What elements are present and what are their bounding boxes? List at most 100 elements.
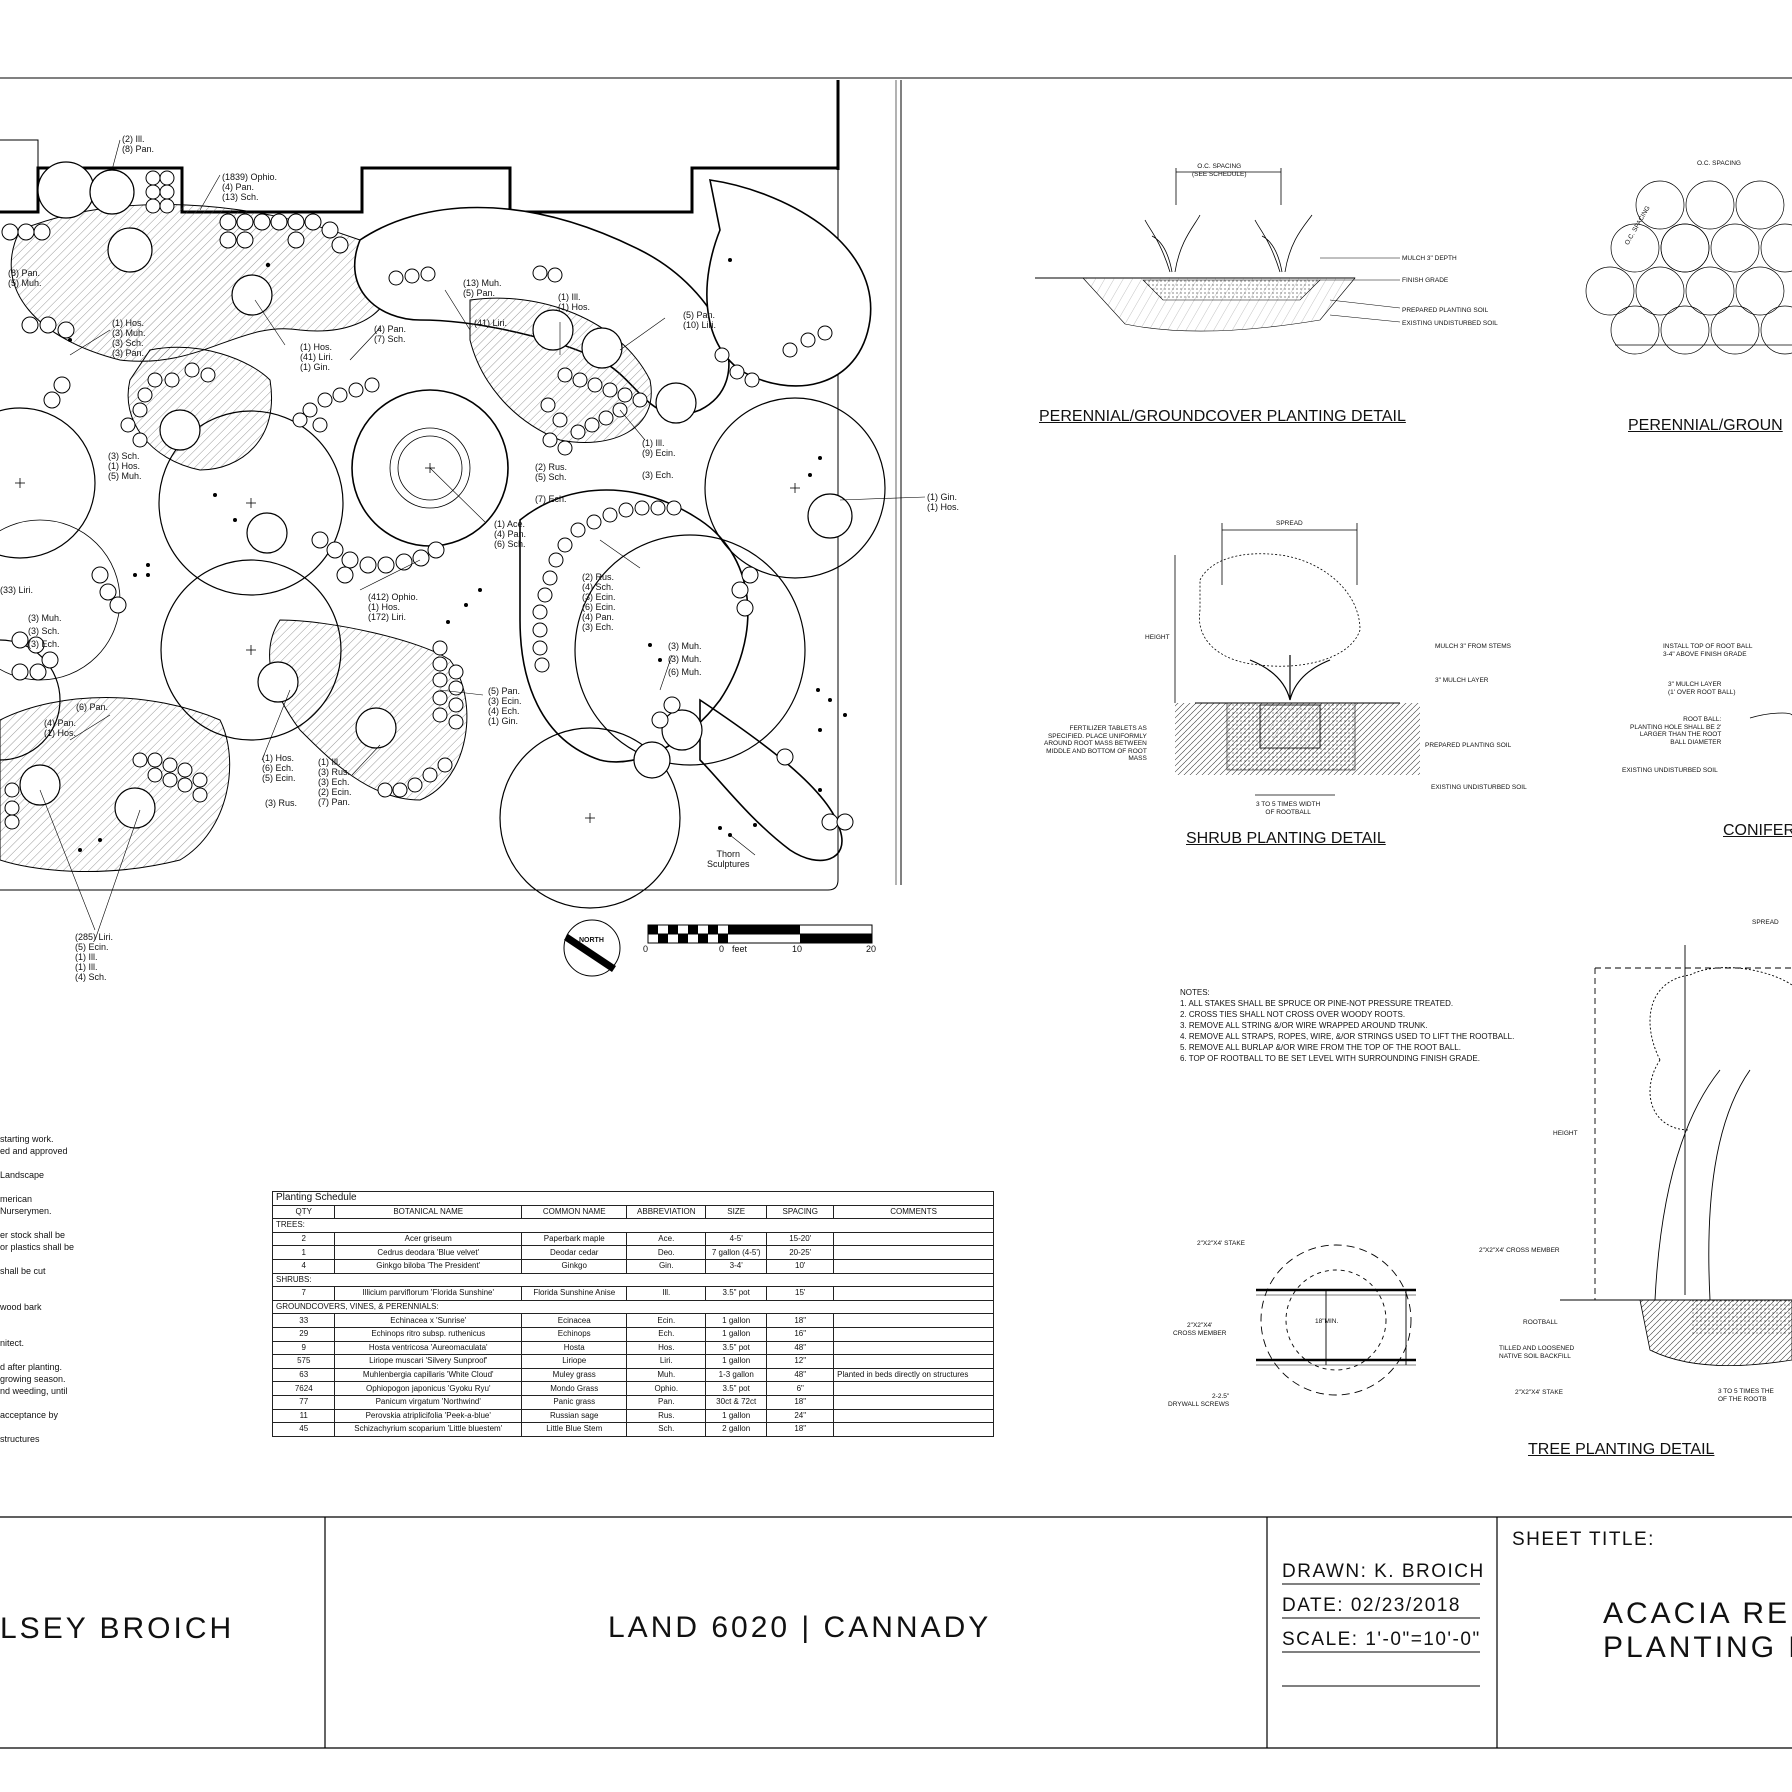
schedule-header-cell: ABBREVIATION xyxy=(626,1204,707,1220)
schedule-cell xyxy=(833,1354,994,1369)
schedule-header-cell: COMMON NAME xyxy=(520,1204,628,1220)
schedule-cell: Mondo Grass xyxy=(520,1381,628,1396)
shrub-note: PREPARED PLANTING SOIL xyxy=(1425,742,1512,749)
shrub-note: 3 TO 5 TIMES WIDTH OF ROOTBALL xyxy=(1256,801,1321,816)
schedule-cell: Muley grass xyxy=(520,1367,628,1383)
schedule-cell: Hos. xyxy=(626,1340,707,1356)
schedule-cell: 29 xyxy=(271,1326,336,1342)
tree-note: HEIGHT xyxy=(1553,1130,1578,1137)
schedule-cell: 24" xyxy=(766,1408,835,1424)
schedule-header-cell: BOTANICAL NAME xyxy=(334,1204,522,1220)
plan-label: (2) Rus. (4) Sch. (3) Ecin. (6) Ecin. (4… xyxy=(582,572,616,632)
scale-tick: 0 xyxy=(643,944,649,954)
schedule-section-row: TREES: xyxy=(272,1218,994,1233)
schedule-cell: 12" xyxy=(766,1354,835,1369)
plan-label: (1) Ill. (9) Ecin. xyxy=(642,438,676,458)
schedule-header-cell: QTY xyxy=(271,1204,336,1220)
scale-tick: 0 xyxy=(719,944,725,954)
schedule-cell: Echinops xyxy=(520,1326,628,1342)
shrub-note: HEIGHT xyxy=(1145,634,1170,641)
tree-notes: NOTES: 1. ALL STAKES SHALL BE SPRUCE OR … xyxy=(1180,987,1514,1064)
scale-unit: feet xyxy=(732,944,748,954)
conifer-note: EXISTING UNDISTURBED SOIL xyxy=(1622,767,1718,774)
schedule-cell: 7 gallon (4-5') xyxy=(705,1245,768,1260)
perennial-detail-title: PERENNIAL/GROUNDCOVER PLANTING DETAIL xyxy=(1039,408,1406,425)
schedule-cell: 48" xyxy=(766,1340,835,1356)
shrub-note: FERTILIZER TABLETS AS SPECIFIED. PLACE U… xyxy=(1044,725,1147,762)
schedule-cell: Liriope muscari 'Silvery Sunproof' xyxy=(334,1354,522,1369)
plan-label: (2) Rus. (5) Sch. xyxy=(535,462,568,482)
schedule-title: Planting Schedule xyxy=(272,1191,994,1206)
shrub-note: MULCH 3" FROM STEMS xyxy=(1435,643,1511,650)
plan-label: (1) Hos. (41) Liri. (1) Gin. xyxy=(300,342,334,372)
scale-bar xyxy=(647,924,873,944)
drawing-scale: SCALE: 1'-0"=10'-0" xyxy=(1282,1629,1481,1650)
schedule-cell: Pan. xyxy=(626,1394,707,1410)
spacing-note: O.C. SPACING xyxy=(1697,160,1741,167)
tree-note: 2"X2"X4' CROSS MEMBER xyxy=(1173,1322,1227,1337)
tree-note: SPREAD xyxy=(1752,919,1779,926)
plan-label: (1) Gin. (1) Hos. xyxy=(927,492,960,512)
schedule-cell: 18" xyxy=(766,1313,835,1328)
schedule-cell: 1 xyxy=(271,1245,336,1260)
schedule-cell: 3.5" pot xyxy=(705,1340,768,1356)
tree-note: 2-2.5" DRYWALL SCREWS xyxy=(1168,1393,1230,1408)
plan-label: (7) Ech. xyxy=(535,494,567,504)
designer-name: LSEY BROICH xyxy=(0,1612,235,1645)
schedule-cell: Panicum virgatum 'Northwind' xyxy=(334,1394,522,1410)
tree-note: 2"X2"X4' STAKE xyxy=(1515,1389,1564,1396)
schedule-cell: 33 xyxy=(271,1313,336,1328)
note-item: 1. ALL STAKES SHALL BE SPRUCE OR PINE-NO… xyxy=(1180,999,1454,1008)
general-note-line: growing season. xyxy=(0,1374,66,1384)
shrub-note: SPREAD xyxy=(1276,520,1303,527)
sheet-title-label: SHEET TITLE: xyxy=(1512,1529,1655,1550)
schedule-cell: Cedrus deodara 'Blue velvet' xyxy=(334,1245,522,1260)
conifer-note: 3" MULCH LAYER (1' OVER ROOT BALL) xyxy=(1668,681,1736,696)
note-item: 6. TOP OF ROOTBALL TO BE SET LEVEL WITH … xyxy=(1180,1054,1480,1063)
general-note-line: Landscape xyxy=(0,1170,45,1180)
schedule-cell: 1 gallon xyxy=(705,1313,768,1328)
schedule-cell xyxy=(833,1408,994,1424)
shrub-note: EXISTING UNDISTURBED SOIL xyxy=(1431,784,1527,791)
tree-note: TILLED AND LOOSENED NATIVE SOIL BACKFILL xyxy=(1499,1345,1575,1360)
schedule-section-name: SHRUBS: xyxy=(272,1272,994,1288)
scale-tick: 10 xyxy=(792,944,803,954)
plan-label: (3) Muh. (3) Muh. (6) Muh. xyxy=(668,641,702,677)
schedule-cell xyxy=(833,1394,994,1410)
schedule-cell: Ecinacea xyxy=(520,1313,628,1328)
plan-label: (3) Muh. (3) Sch. (3) Ech. xyxy=(28,613,62,649)
tree-note: ROOTBALL xyxy=(1523,1319,1558,1326)
plan-label: (41) Liri. xyxy=(474,318,508,328)
schedule-header-cell: COMMENTS xyxy=(833,1204,994,1220)
schedule-cell: Ophiopogon japonicus 'Gyoku Ryu' xyxy=(334,1381,522,1396)
sheet-subtitle: PLANTING P xyxy=(1603,1631,1792,1664)
tree-note: 3 TO 5 TIMES THE OF THE ROOTB xyxy=(1718,1388,1774,1403)
schedule-cell: Ecin. xyxy=(626,1313,707,1328)
schedule-cell: Acer griseum xyxy=(334,1231,522,1247)
schedule-cell: Illicium parviflorum 'Florida Sunshine' xyxy=(334,1286,522,1301)
general-note-line: Nurserymen. xyxy=(0,1206,52,1216)
plan-label: (8) Pan. (5) Muh. xyxy=(8,268,42,288)
schedule-cell: Hosta ventricosa 'Aureomaculata' xyxy=(334,1340,522,1356)
general-note-line: structures xyxy=(0,1434,40,1444)
plan-label: (2) Ill. (8) Pan. xyxy=(122,134,155,154)
perennial-note: O.C. SPACING (SEE SCHEDULE) xyxy=(1192,163,1247,178)
schedule-cell: 20-25' xyxy=(766,1245,835,1260)
schedule-cell: 30ct & 72ct xyxy=(705,1394,768,1410)
schedule-cell: 16" xyxy=(766,1326,835,1342)
conifer-note: INSTALL TOP OF ROOT BALL 3-4" ABOVE FINI… xyxy=(1663,643,1753,658)
general-note-line: ed and approved xyxy=(0,1146,68,1156)
schedule-cell: 11 xyxy=(271,1408,336,1424)
plan-label: (1) Ace. (4) Pan. (6) Sch. xyxy=(494,519,527,549)
schedule-cell: 1 gallon xyxy=(705,1408,768,1424)
note-item: 3. REMOVE ALL STRING &/OR WIRE WRAPPED A… xyxy=(1180,1021,1428,1030)
schedule-cell: 1 gallon xyxy=(705,1354,768,1369)
